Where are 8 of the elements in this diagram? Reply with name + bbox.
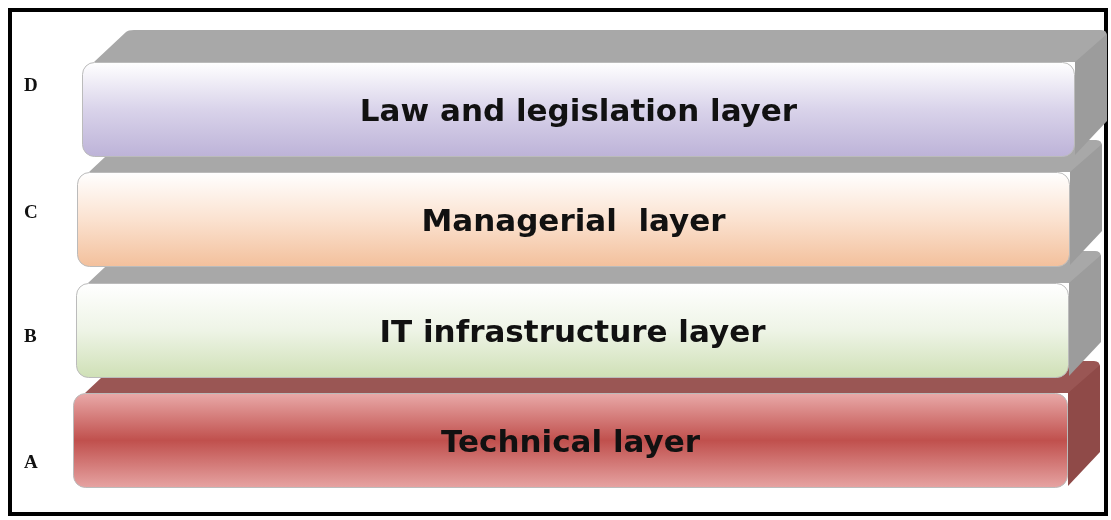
layer-letter: C: [24, 201, 38, 223]
layer-title: Law and legislation layer: [358, 90, 799, 130]
layer-title: Technical layer: [440, 421, 701, 461]
layer-title: IT infrastructure layer: [378, 311, 767, 351]
layer-letter: B: [24, 325, 37, 347]
layer-letter: A: [24, 451, 38, 473]
layer-title: Managerial layer: [420, 200, 727, 240]
layer-letter: D: [24, 74, 38, 96]
